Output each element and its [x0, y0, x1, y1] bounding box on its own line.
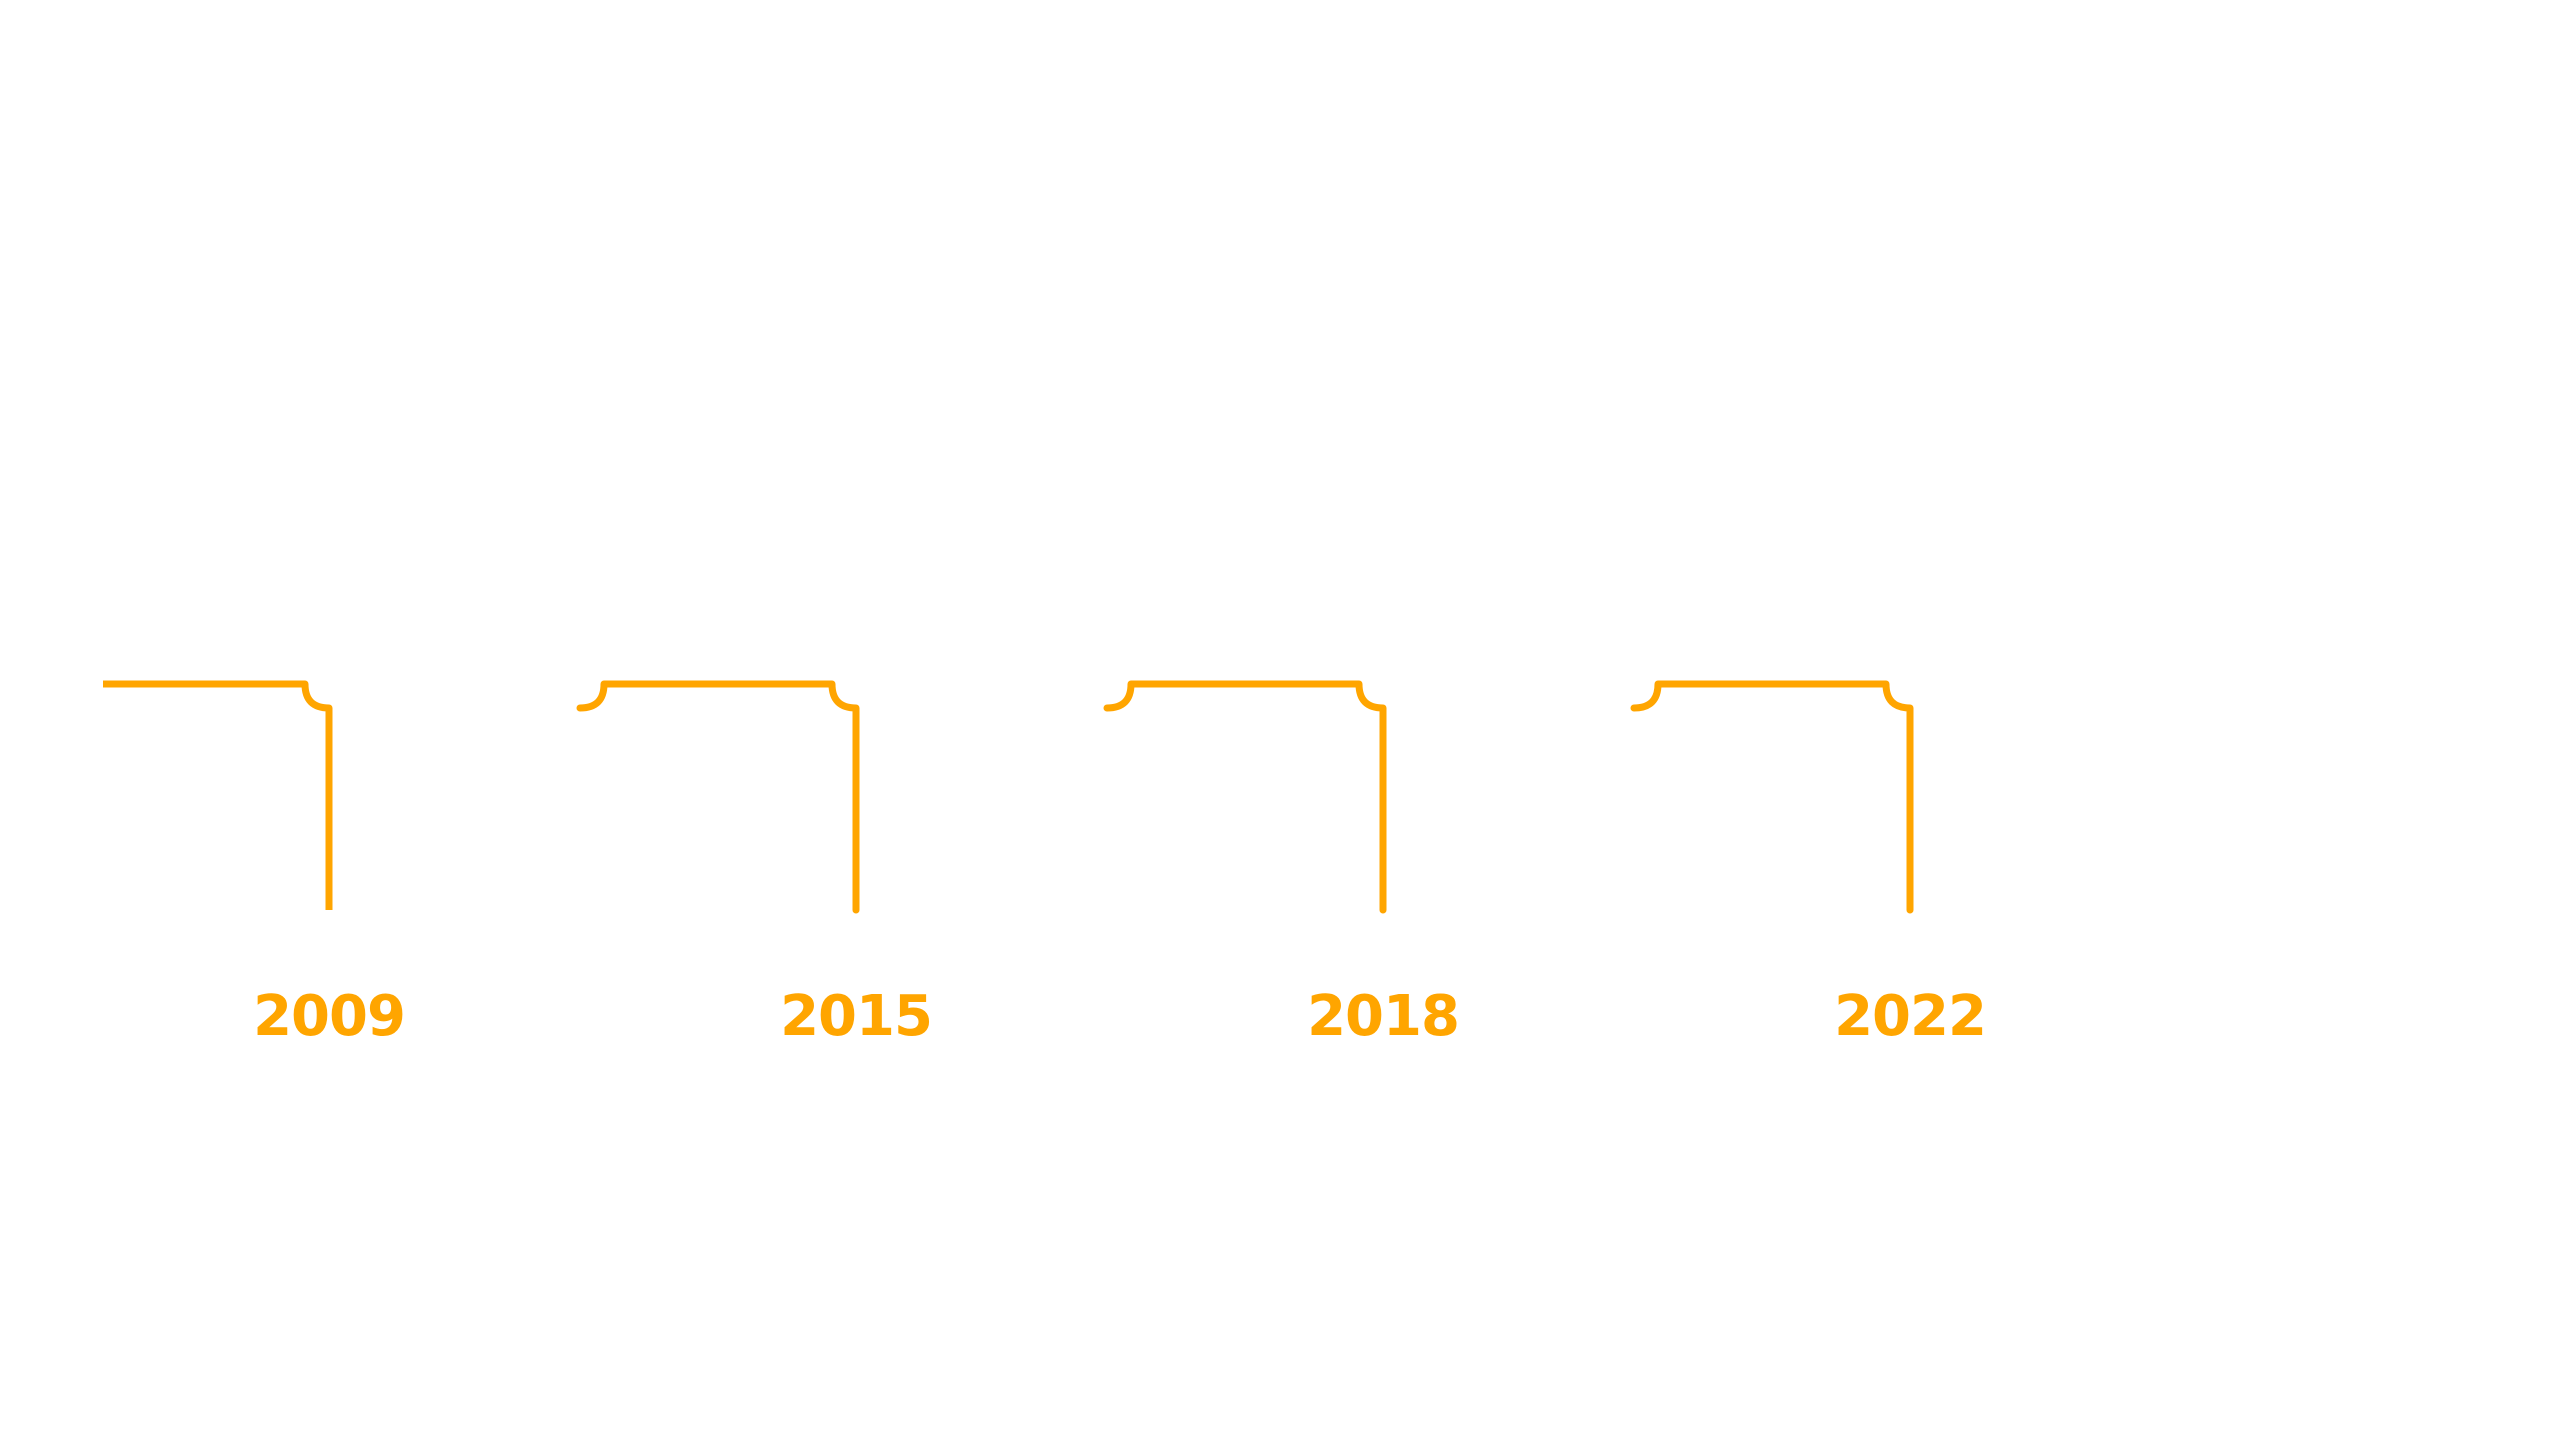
milestone-bracket — [103, 680, 333, 910]
milestone-year-label: 2018 — [1307, 984, 1460, 1049]
bracket-connector-line — [576, 680, 860, 914]
milestone-bracket — [576, 680, 860, 914]
milestone-year-label: 2015 — [780, 984, 933, 1049]
milestone-bracket — [1630, 680, 1914, 914]
bracket-connector-line — [1103, 680, 1387, 914]
bracket-connector-line — [103, 680, 333, 910]
bracket-connector-line — [1630, 680, 1914, 914]
milestone-year-label: 2022 — [1834, 984, 1987, 1049]
milestone-bracket — [1103, 680, 1387, 914]
milestone-year-label: 2009 — [253, 984, 406, 1049]
